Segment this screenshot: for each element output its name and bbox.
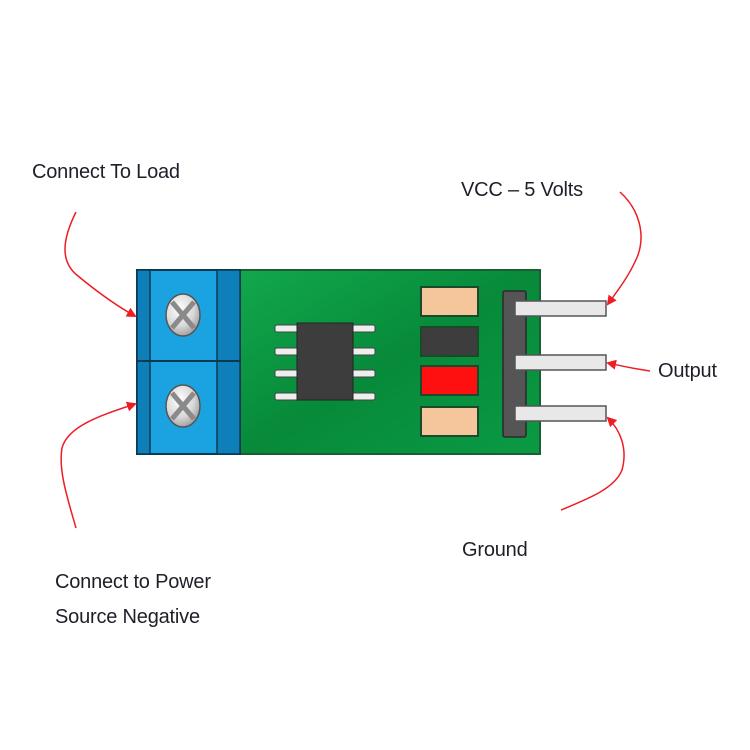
label-connect-to-load: Connect To Load	[32, 161, 180, 183]
smd-component-dark	[420, 326, 479, 357]
arrow-connect-to-load	[64, 211, 137, 317]
label-ground: Ground	[462, 539, 528, 561]
screw-terminal-block	[136, 269, 241, 455]
arrow-output	[606, 359, 651, 372]
arrow-ground	[560, 416, 625, 511]
pin-vcc	[514, 300, 607, 317]
smd-pad-bottom	[420, 406, 479, 437]
pin-header	[502, 290, 607, 438]
arrow-power-negative	[60, 401, 137, 529]
smd-component-red	[420, 365, 479, 396]
screw-top	[165, 293, 201, 337]
ic-chip	[274, 322, 376, 401]
pcb-board	[237, 269, 541, 455]
pin-output	[514, 354, 607, 371]
pin-ground	[514, 405, 607, 422]
label-output: Output	[658, 360, 717, 382]
smd-pad-top	[420, 286, 479, 317]
label-vcc: VCC – 5 Volts	[461, 179, 583, 201]
label-power-negative-line1: Connect to Power	[55, 571, 211, 593]
screw-bottom	[165, 384, 201, 428]
label-power-negative-line2: Source Negative	[55, 606, 200, 628]
arrow-vcc	[606, 191, 642, 306]
